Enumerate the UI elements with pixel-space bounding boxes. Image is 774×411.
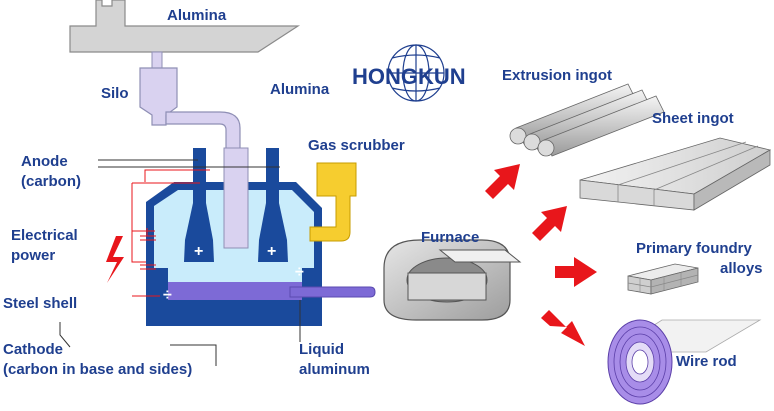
label-silo: Silo bbox=[101, 85, 129, 102]
label-steel-shell: Steel shell bbox=[3, 295, 77, 312]
label-gas-scrubber: Gas scrubber bbox=[308, 137, 405, 154]
wire-rod-coil bbox=[607, 319, 762, 405]
globe-icon bbox=[387, 44, 445, 102]
arrow-to-wire bbox=[541, 310, 585, 346]
label-furnace: Furnace bbox=[421, 229, 479, 246]
alumina-ship bbox=[69, 0, 301, 53]
label-liquid-1: Liquid bbox=[299, 341, 344, 358]
furnace bbox=[383, 239, 522, 321]
label-alumina-feed: Alumina bbox=[270, 81, 330, 98]
label-anode-2: (carbon) bbox=[21, 173, 81, 190]
label-foundry-1: Primary foundry bbox=[636, 240, 753, 257]
lightning-icon bbox=[106, 236, 124, 283]
label-alumina-ship: Alumina bbox=[167, 7, 227, 24]
label-cathode-2: (carbon in base and sides) bbox=[3, 361, 192, 378]
minus-symbol-right: ÷ bbox=[295, 264, 304, 281]
label-extrusion-ingot: Extrusion ingot bbox=[502, 67, 612, 84]
sheet-ingot bbox=[579, 137, 772, 211]
logo-text: HONGKUN bbox=[352, 64, 466, 89]
gas-scrubber bbox=[309, 162, 357, 242]
label-foundry-2: alloys bbox=[720, 260, 763, 277]
minus-symbol-left: ÷ bbox=[163, 287, 172, 304]
electrical-circuit bbox=[131, 169, 210, 297]
label-liquid-2: aluminum bbox=[299, 361, 370, 378]
plus-symbol-right: + bbox=[267, 243, 276, 260]
label-cathode-1: Cathode bbox=[3, 341, 63, 358]
extrusion-ingot bbox=[509, 83, 665, 157]
label-electrical-1: Electrical bbox=[11, 227, 78, 244]
plus-symbol-left: + bbox=[194, 243, 203, 260]
electrolytic-pot bbox=[146, 147, 376, 326]
label-sheet-ingot: Sheet ingot bbox=[652, 110, 734, 127]
label-electrical-2: power bbox=[11, 247, 55, 264]
foundry-alloys bbox=[627, 263, 699, 295]
anode-right bbox=[258, 148, 288, 262]
label-anode-1: Anode bbox=[21, 153, 68, 170]
label-wire-rod: Wire rod bbox=[676, 353, 737, 370]
anode-left bbox=[184, 148, 214, 262]
leader-lines bbox=[59, 159, 301, 366]
arrow-to-sheet bbox=[532, 206, 567, 241]
red-arrows bbox=[485, 164, 597, 346]
arrow-to-foundry bbox=[555, 257, 597, 287]
arrow-to-extrusion bbox=[485, 164, 520, 199]
